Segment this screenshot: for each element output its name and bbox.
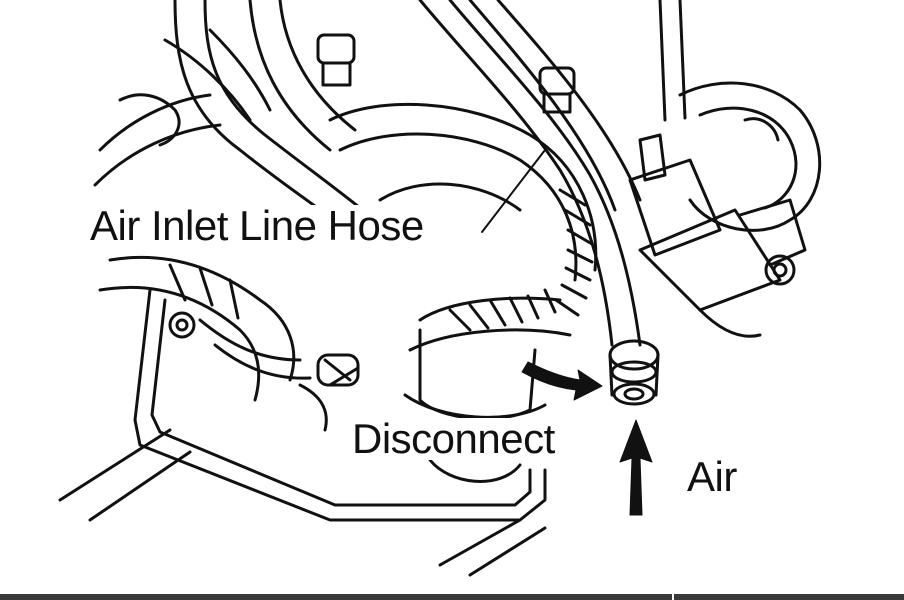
bottom-border-divider — [672, 594, 674, 600]
upper-hoses — [93, 0, 377, 242]
disconnect-label: Disconnect — [348, 418, 559, 460]
air-arrow — [619, 419, 653, 516]
disconnected-hose — [418, 0, 660, 406]
central-housing — [328, 102, 598, 483]
air-label: Air — [687, 453, 737, 500]
right-valve-assembly — [628, 0, 822, 338]
hose-leader-line — [481, 149, 546, 233]
disconnect-arrow — [521, 361, 603, 401]
left-hose-clamps — [98, 255, 360, 432]
base-bracket — [58, 288, 547, 577]
air-inlet-line-hose-label: Air Inlet Line Hose — [86, 205, 428, 247]
bottom-border-bar — [0, 594, 904, 600]
